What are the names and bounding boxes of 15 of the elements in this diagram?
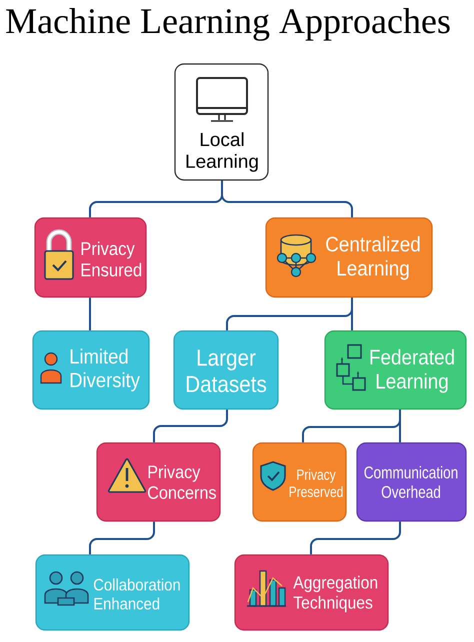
connector-line <box>153 410 228 442</box>
concept-box: Centralized Learning <box>265 217 433 298</box>
concept-box: Privacy Concerns <box>96 442 221 522</box>
concept-box: Larger Datasets <box>173 330 279 410</box>
concept-box: Federated Learning <box>324 330 467 410</box>
concept-box: Communication Overhead <box>356 442 467 522</box>
concept-box: Privacy Preserved <box>252 442 347 522</box>
concept-box: Aggregation Techniques <box>234 554 389 631</box>
connector-line <box>399 410 401 442</box>
concept-box: Limited Diversity <box>32 330 150 410</box>
title: Machine Learning Approaches <box>6 8 450 41</box>
connector-line <box>351 298 353 330</box>
concept-box: Collaboration Enhanced <box>35 554 190 631</box>
connector-line <box>89 298 91 330</box>
concept-box: Local Learning <box>174 63 269 181</box>
